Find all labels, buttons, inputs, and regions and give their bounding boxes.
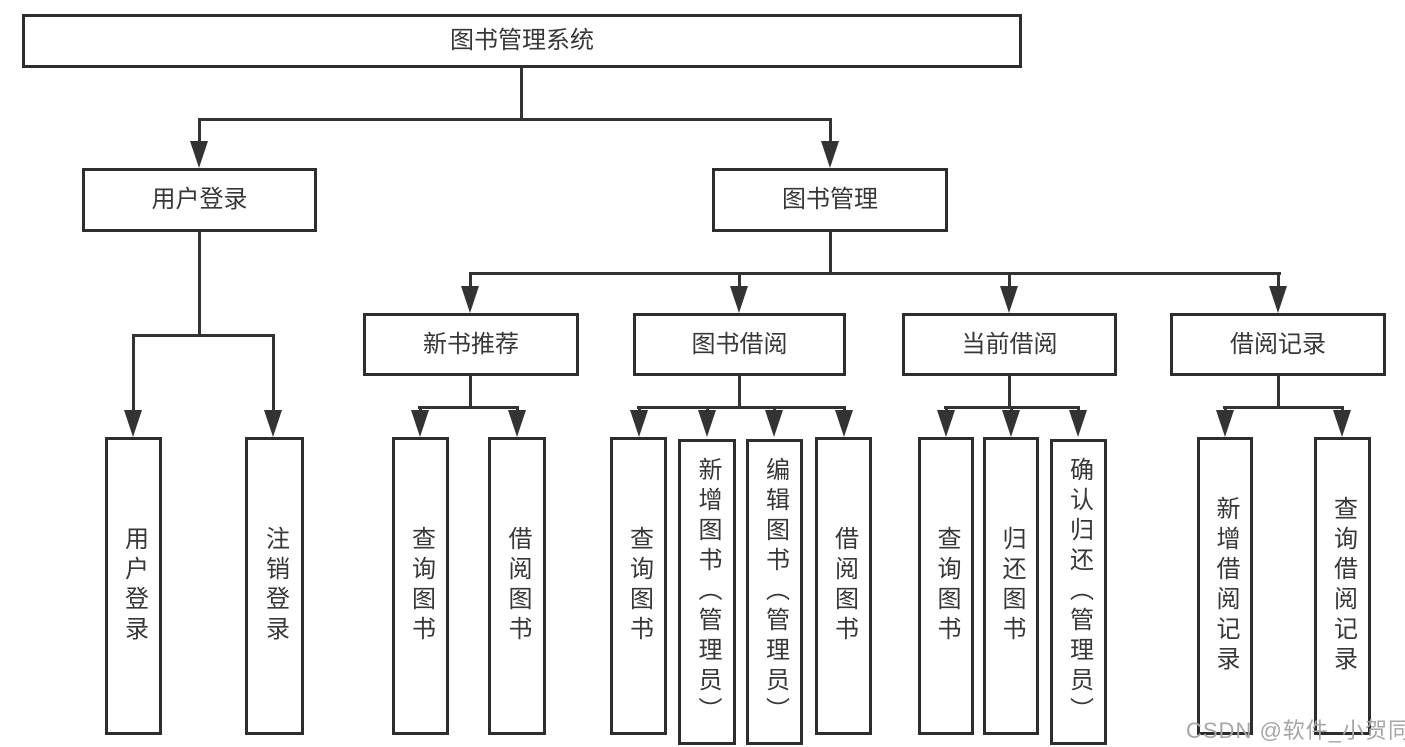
arrowhead-down-icon [1069, 410, 1087, 437]
node-book-management: 图书管理 [712, 168, 948, 232]
arrowhead-down-icon [1269, 286, 1287, 313]
leaf-cb-confirm-return-admin: 确认归还（管理员） [1050, 439, 1107, 745]
connector-root-stem [520, 68, 523, 119]
leaf-bb-edit-books-admin: 编辑图书（管理员） [746, 439, 803, 745]
node-current-borrow-label: 当前借阅 [961, 330, 1058, 358]
leaf-bb-edit-books-admin-label: 编辑图书（管理员） [761, 457, 789, 727]
leaf-nb-borrow-books-label: 借阅图书 [504, 526, 531, 646]
connector-group-branch [1223, 406, 1344, 409]
connector-group-stem [1277, 376, 1280, 409]
connector-group-stem [738, 376, 741, 409]
connector-group-stem [469, 376, 472, 409]
connector-group-branch [637, 406, 846, 409]
leaf-nb-borrow-books: 借阅图书 [488, 437, 546, 735]
connector-group-stem [1008, 376, 1011, 409]
arrowhead-down-icon [730, 286, 748, 313]
node-user-login-label: 用户登录 [151, 186, 248, 213]
arrowhead-down-icon [698, 410, 716, 437]
leaf-user-login-label: 用户登录 [120, 526, 148, 646]
node-book-borrow: 图书借阅 [633, 313, 846, 376]
leaf-cb-query-books-label: 查询图书 [933, 526, 960, 646]
node-borrow-records-label: 借阅记录 [1230, 330, 1326, 358]
node-borrow-records: 借阅记录 [1170, 313, 1386, 376]
leaf-nb-query-books: 查询图书 [392, 437, 449, 735]
leaf-br-query-record: 查询借阅记录 [1314, 437, 1371, 735]
connector-group-branch [418, 406, 519, 409]
connector-book-mgmt-stem [829, 232, 832, 274]
node-root: 图书管理系统 [22, 14, 1022, 68]
arrowhead-down-icon [124, 410, 142, 437]
connector-l3-drop [738, 273, 741, 291]
arrowhead-down-icon [264, 410, 282, 437]
connector-user-login-drop [198, 119, 201, 149]
leaf-bb-query-books: 查询图书 [610, 437, 667, 735]
arrowhead-down-icon [821, 141, 839, 168]
arrowhead-down-icon [937, 410, 955, 437]
arrowhead-down-icon [1000, 286, 1018, 313]
connector-user-login-branch [132, 334, 275, 337]
connector-user-login-stem [198, 232, 201, 336]
connector-leaf-drop [272, 335, 275, 415]
watermark: CSDN @软件_小贺同学 [1186, 718, 1405, 743]
arrowhead-down-icon [411, 410, 429, 437]
leaf-bb-borrow-books-label: 借阅图书 [830, 526, 858, 646]
connector-leaf-drop [132, 335, 135, 415]
node-current-borrow: 当前借阅 [902, 313, 1117, 376]
node-book-borrow-label: 图书借阅 [691, 330, 788, 358]
arrowhead-down-icon [835, 410, 853, 437]
arrowhead-down-icon [765, 410, 783, 437]
connector-book-mgmt-branch [469, 272, 1281, 275]
leaf-bb-add-books-admin: 新增图书（管理员） [678, 439, 736, 745]
arrowhead-down-icon [190, 141, 208, 168]
leaf-user-login: 用户登录 [105, 437, 162, 735]
leaf-cb-query-books: 查询图书 [918, 437, 974, 735]
leaf-nb-query-books-label: 查询图书 [407, 526, 435, 646]
leaf-logout: 注销登录 [245, 437, 304, 735]
connector-l3-drop [1008, 273, 1011, 291]
node-root-label: 图书管理系统 [450, 27, 594, 54]
arrowhead-down-icon [461, 286, 479, 313]
leaf-br-query-record-label: 查询借阅记录 [1329, 496, 1357, 676]
leaf-br-add-record-label: 新增借阅记录 [1212, 496, 1239, 676]
connector-book-mgmt-drop [829, 119, 832, 149]
arrowhead-down-icon [1216, 410, 1234, 437]
node-new-book-recommend: 新书推荐 [363, 313, 579, 376]
leaf-cb-return-books-label: 归还图书 [998, 526, 1025, 646]
leaf-bb-query-books-label: 查询图书 [625, 526, 653, 646]
leaf-bb-borrow-books: 借阅图书 [815, 437, 872, 735]
leaf-cb-return-books: 归还图书 [983, 437, 1039, 735]
connector-l3-drop [1277, 273, 1280, 291]
arrowhead-down-icon [1002, 410, 1020, 437]
leaf-logout-label: 注销登录 [261, 526, 289, 646]
node-new-book-recommend-label: 新书推荐 [423, 330, 519, 358]
arrowhead-down-icon [508, 410, 526, 437]
leaf-br-add-record: 新增借阅记录 [1197, 437, 1253, 735]
connector-top-branch [198, 118, 832, 121]
arrowhead-down-icon [630, 410, 648, 437]
leaf-cb-confirm-return-admin-label: 确认归还（管理员） [1065, 457, 1093, 727]
leaf-bb-add-books-admin-label: 新增图书（管理员） [694, 457, 721, 727]
node-book-management-label: 图书管理 [782, 186, 878, 213]
node-user-login: 用户登录 [82, 168, 317, 232]
connector-l3-drop [469, 273, 472, 291]
arrowhead-down-icon [1333, 410, 1351, 437]
